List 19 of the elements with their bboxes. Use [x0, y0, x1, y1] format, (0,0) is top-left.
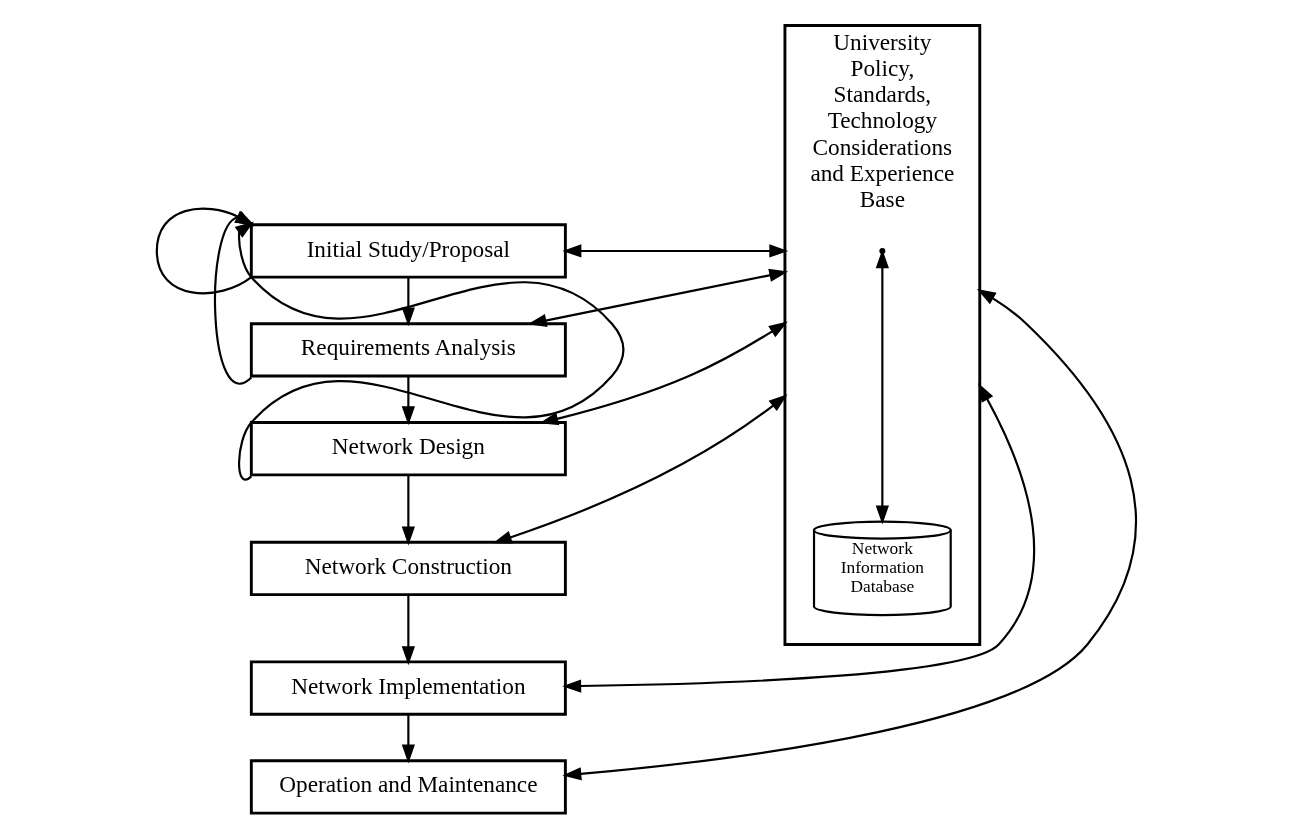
arrow: [562, 382, 1036, 693]
node-box: Network Design: [249, 421, 567, 477]
arrow: [492, 394, 788, 544]
node-box: Network Implementation: [249, 660, 567, 716]
arrow: [875, 249, 889, 525]
node-box: Requirements Analysis: [249, 322, 567, 378]
arrow: [527, 268, 789, 327]
arrow: [562, 288, 1137, 781]
arrow: [562, 244, 789, 258]
arrow: [401, 714, 415, 764]
arrow: [401, 474, 415, 546]
arrow: [401, 376, 415, 426]
node-box: Network Construction: [249, 540, 567, 597]
arrow: [401, 277, 415, 327]
node-box: Initial Study/Proposal: [249, 223, 567, 279]
arrow: [155, 207, 255, 295]
arrow: [401, 594, 415, 666]
arrow: [234, 221, 625, 480]
node-box: Operation and Maintenance: [249, 759, 567, 815]
